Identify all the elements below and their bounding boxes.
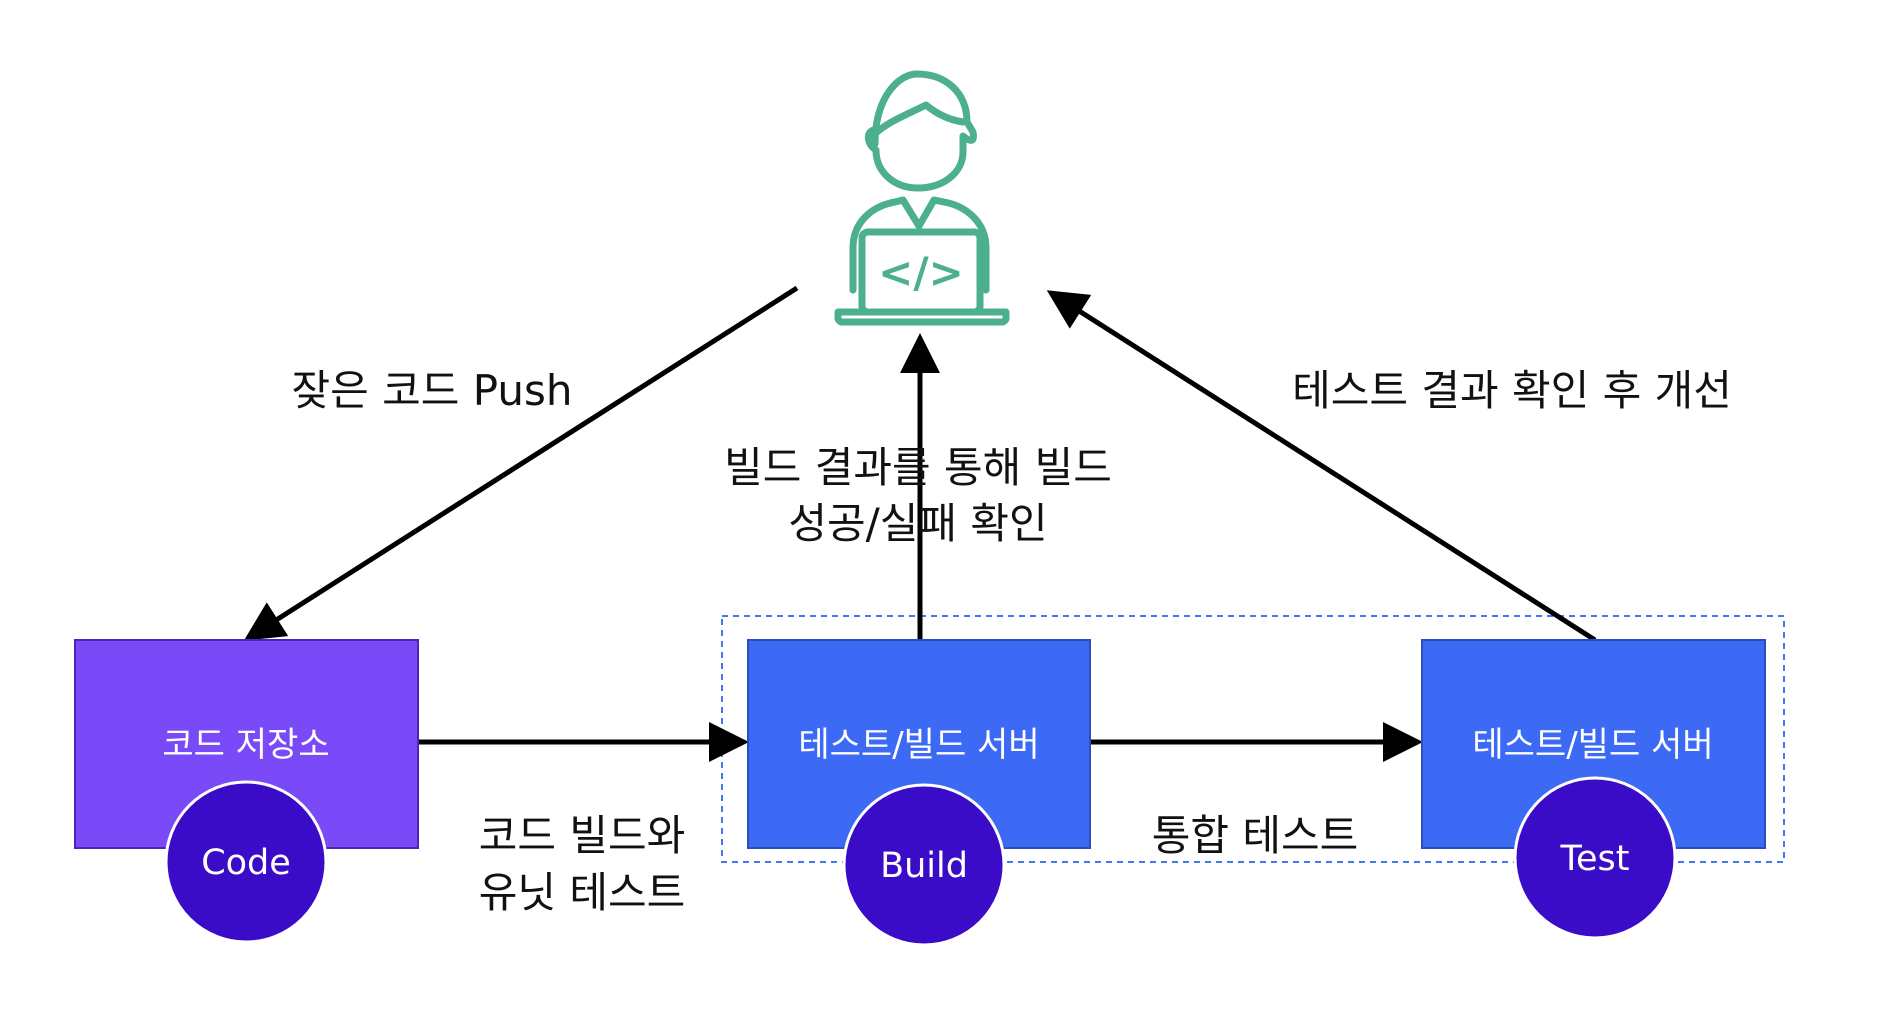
build-server-label: 테스트/빌드 서버 — [798, 725, 1039, 765]
developer-torso-icon — [849, 196, 990, 294]
build-result-label-line2: 성공/실패 확인 — [788, 499, 1047, 548]
code-badge-label: Code — [201, 843, 291, 883]
developer-laptop-icon: </> — [834, 70, 1010, 326]
ci-server-group-border — [721, 615, 1785, 863]
test-badge-label: Test — [1560, 839, 1630, 879]
code-glyph: </> — [878, 248, 964, 297]
code-badge — [164, 780, 328, 944]
developer-head-icon — [864, 70, 977, 192]
unit-test-label-line2: 유닛 테스트 — [479, 868, 686, 917]
integration-test-label: 통합 테스트 — [1152, 811, 1359, 860]
unit-test-label-line1: 코드 빌드와 — [479, 811, 686, 860]
repository-label: 코드 저장소 — [162, 725, 329, 765]
developer-fringe-icon — [873, 101, 967, 136]
build-result-label-line1: 빌드 결과를 통해 빌드 — [724, 443, 1112, 492]
test-result-arrow — [1046, 290, 1597, 643]
laptop-base-icon — [834, 308, 1010, 326]
test-badge — [1513, 776, 1677, 940]
test-result-label: 테스트 결과 확인 후 개선 — [1292, 366, 1732, 415]
build-badge — [842, 783, 1006, 947]
test-server-label: 테스트/빌드 서버 — [1472, 725, 1713, 765]
build-badge-label: Build — [880, 846, 968, 886]
push-arrow — [243, 285, 799, 641]
push-label: 잦은 코드 Push — [292, 366, 573, 415]
